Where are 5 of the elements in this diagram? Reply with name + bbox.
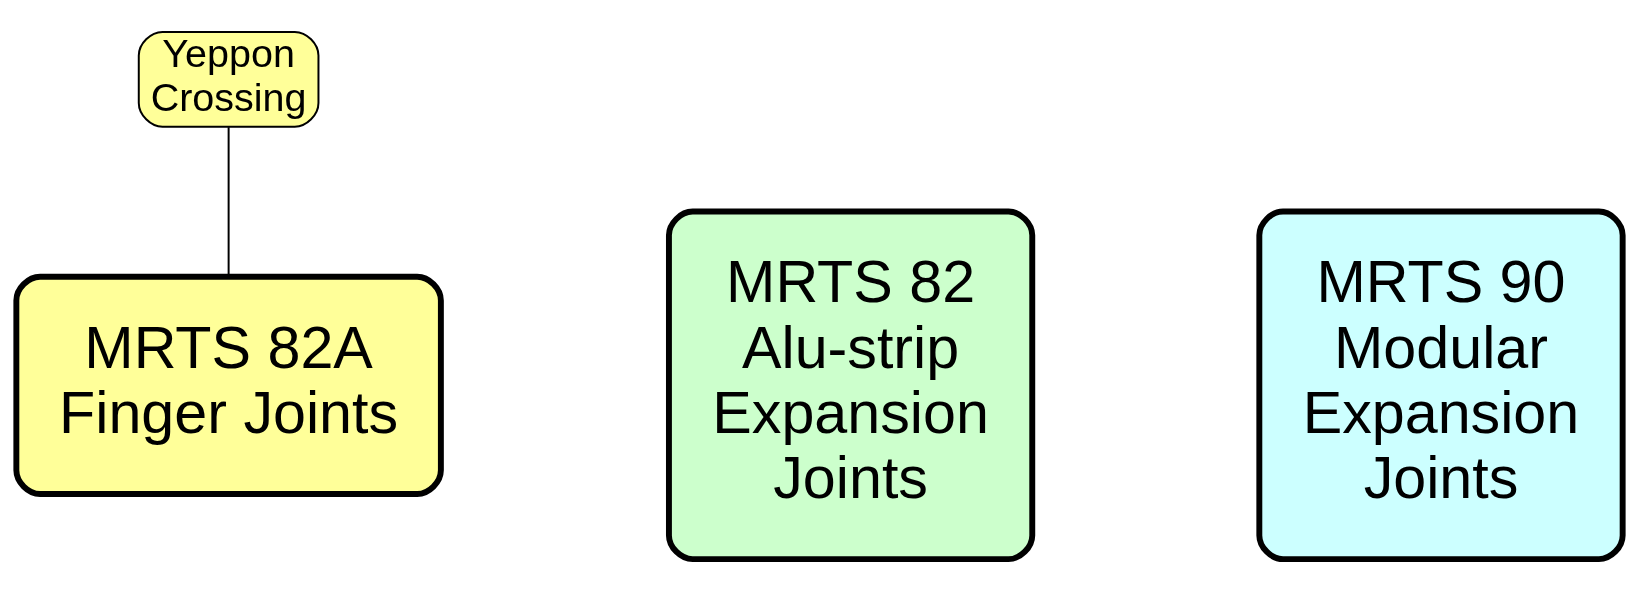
node-box: Yeppon Crossing xyxy=(137,30,320,128)
connector xyxy=(227,125,230,277)
node-box: MRTS 90 Modular Expansion Joints xyxy=(1256,208,1626,562)
node-box: MRTS 82 Alu-strip Expansion Joints xyxy=(666,208,1036,562)
node-box: MRTS 82A Finger Joints xyxy=(13,273,444,497)
